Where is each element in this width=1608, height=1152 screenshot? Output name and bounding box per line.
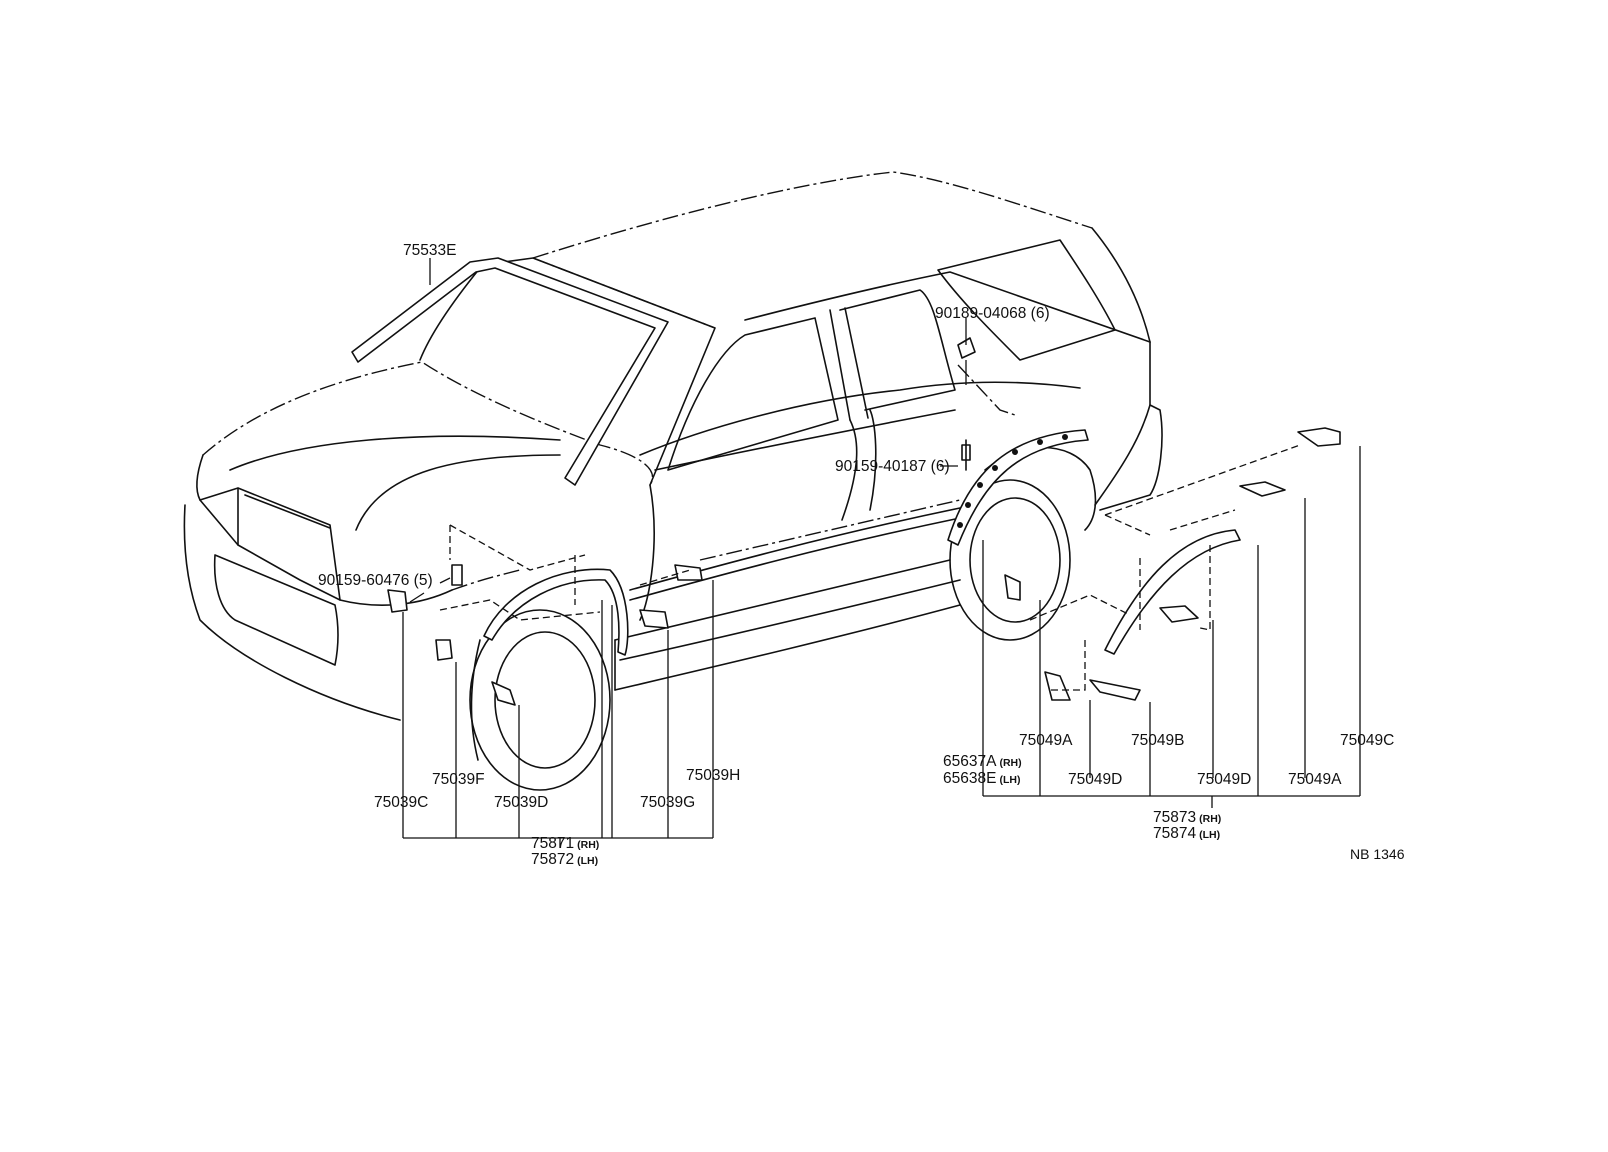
rear-fender-molding bbox=[947, 429, 1089, 546]
windshield-molding bbox=[351, 257, 669, 486]
callout-clip-75039G: 75039G bbox=[640, 794, 696, 811]
callout-screw-middle: 90159-40187 (6) bbox=[835, 458, 950, 475]
callout-bolt-upper: 90189-04068 (6) bbox=[935, 305, 1050, 322]
callout-rear-molding-lh: 75874(LH) bbox=[1153, 826, 1220, 842]
suffix-lh: (LH) bbox=[1199, 829, 1221, 841]
rear-molding-lh-number: 75874 bbox=[1153, 825, 1197, 842]
front-molding-rh-number: 75871 bbox=[531, 835, 575, 852]
callout-front-molding-rh: 75871(RH) bbox=[531, 836, 599, 852]
suffix-lh: (LH) bbox=[577, 855, 599, 867]
leader-lines bbox=[402, 258, 1361, 848]
callout-front-molding-lh: 75872(LH) bbox=[531, 852, 598, 868]
callout-clip-75049D-right: 75049D bbox=[1197, 771, 1252, 788]
callout-clip-75049D-left: 75049D bbox=[1068, 771, 1123, 788]
callout-clip-75049B: 75049B bbox=[1131, 732, 1185, 749]
suffix-rh: (RH) bbox=[577, 839, 600, 851]
figure-code: NB 1346 bbox=[1350, 846, 1405, 862]
rear-molding-detached bbox=[1104, 529, 1241, 655]
front-molding-lh-number: 75872 bbox=[531, 851, 575, 868]
callout-clip-75049C: 75049C bbox=[1340, 732, 1395, 749]
vehicle-outline bbox=[183, 171, 1163, 791]
callout-windshield-molding: 75533E bbox=[403, 242, 457, 259]
callout-clip-75049A-right: 75049A bbox=[1288, 771, 1342, 788]
callout-clip-75039C: 75039C bbox=[374, 794, 429, 811]
front-fender-molding bbox=[483, 568, 629, 656]
callout-screw-front: 90159-60476 (5) bbox=[318, 572, 433, 589]
callout-clip-75039D: 75039D bbox=[494, 794, 549, 811]
mudguard-rh-number: 65637A bbox=[943, 753, 997, 770]
callout-mudguard-lh: 65638E(LH) bbox=[943, 771, 1020, 787]
rear-molding-rh-number: 75873 bbox=[1153, 809, 1197, 826]
fasteners bbox=[387, 337, 1341, 706]
callout-clip-75039H: 75039H bbox=[686, 767, 741, 784]
callout-mudguard-rh: 65637A(RH) bbox=[943, 754, 1022, 770]
phantom-lines bbox=[439, 364, 1301, 691]
suffix-rh: (RH) bbox=[1199, 813, 1222, 825]
callout-clip-75049A-left: 75049A bbox=[1019, 732, 1073, 749]
callout-clip-75039F: 75039F bbox=[432, 771, 485, 788]
mudguard-lh-number: 65638E bbox=[943, 770, 997, 787]
suffix-rh: (RH) bbox=[999, 757, 1022, 769]
suffix-lh: (LH) bbox=[999, 774, 1021, 786]
callout-rear-molding-rh: 75873(RH) bbox=[1153, 810, 1221, 826]
